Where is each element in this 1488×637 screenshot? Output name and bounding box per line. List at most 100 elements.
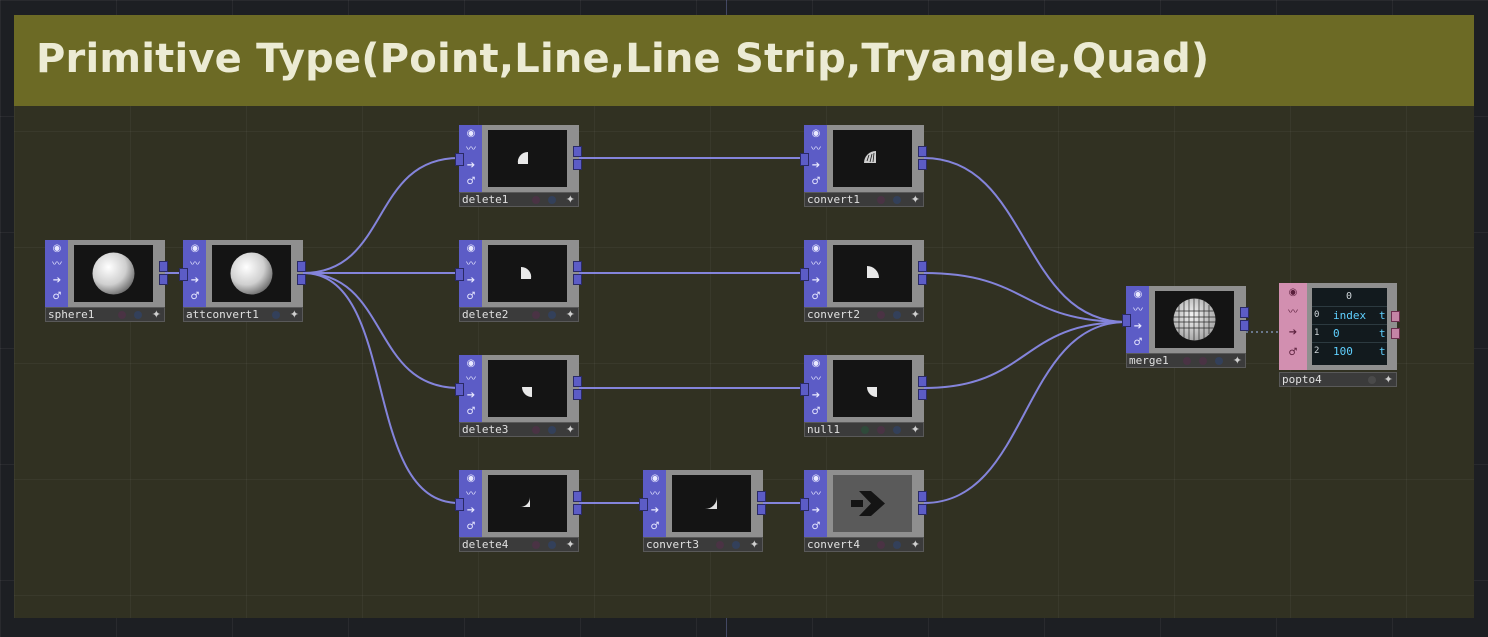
output-port[interactable] xyxy=(573,261,582,272)
output-port[interactable] xyxy=(757,491,766,502)
node-convert4[interactable]: ◉ 〰 ➔ ♂ convert4 ✦ xyxy=(800,470,927,553)
node-merge1[interactable]: ◉ 〰 ➔ ♂ merge1 ✦ xyxy=(1122,286,1249,369)
node-convert2[interactable]: ◉ 〰 ➔ ♂ convert2 ✦ xyxy=(800,240,927,323)
viewer-flag-icon[interactable]: ◉ xyxy=(811,128,821,139)
bypass-flag-icon[interactable]: 〰 xyxy=(650,489,660,500)
output-port[interactable] xyxy=(573,274,582,285)
plus-icon[interactable]: ✦ xyxy=(565,193,575,206)
viewer-flag-icon[interactable]: ◉ xyxy=(1288,287,1298,298)
node-footer[interactable]: attconvert1 ✦ xyxy=(183,307,303,322)
node-delete2[interactable]: ◉ 〰 ➔ ♂ delete2 ✦ xyxy=(455,240,582,323)
display-flag-icon[interactable]: ➔ xyxy=(650,505,660,516)
input-port[interactable] xyxy=(455,383,464,396)
node-footer[interactable]: merge1 ✦ xyxy=(1126,353,1246,368)
plus-icon[interactable]: ✦ xyxy=(910,538,920,551)
bypass-flag-icon[interactable]: 〰 xyxy=(190,259,200,270)
node-footer[interactable]: null1 ✦ xyxy=(804,422,924,437)
render-flag-icon[interactable]: ♂ xyxy=(811,176,821,187)
bypass-flag-icon[interactable]: 〰 xyxy=(1288,307,1298,318)
node-footer[interactable]: sphere1 ✦ xyxy=(45,307,165,322)
output-port[interactable] xyxy=(573,504,582,515)
display-flag-icon[interactable]: ➔ xyxy=(466,160,476,171)
display-flag-icon[interactable]: ➔ xyxy=(1133,321,1143,332)
viewer-flag-icon[interactable]: ◉ xyxy=(811,358,821,369)
node-convert3[interactable]: ◉ 〰 ➔ ♂ convert3 ✦ xyxy=(639,470,766,553)
node-footer[interactable]: delete4 ✦ xyxy=(459,537,579,552)
node-convert1[interactable]: ◉ 〰 ➔ ♂ convert1 ✦ xyxy=(800,125,927,208)
input-port[interactable] xyxy=(455,153,464,166)
output-port[interactable] xyxy=(918,376,927,387)
input-port[interactable] xyxy=(800,268,809,281)
render-flag-icon[interactable]: ♂ xyxy=(811,406,821,417)
output-port[interactable] xyxy=(918,261,927,272)
plus-icon[interactable]: ✦ xyxy=(910,193,920,206)
display-flag-icon[interactable]: ➔ xyxy=(190,275,200,286)
plus-icon[interactable]: ✦ xyxy=(749,538,759,551)
output-port[interactable] xyxy=(918,491,927,502)
node-footer[interactable]: convert4 ✦ xyxy=(804,537,924,552)
node-footer[interactable]: delete2 ✦ xyxy=(459,307,579,322)
output-port[interactable] xyxy=(1240,320,1249,331)
render-flag-icon[interactable]: ♂ xyxy=(1133,337,1143,348)
output-port[interactable] xyxy=(159,261,168,272)
bypass-flag-icon[interactable]: 〰 xyxy=(52,259,62,270)
node-footer[interactable]: convert3 ✦ xyxy=(643,537,763,552)
display-flag-icon[interactable]: ➔ xyxy=(811,160,821,171)
viewer-flag-icon[interactable]: ◉ xyxy=(466,128,476,139)
display-flag-icon[interactable]: ➔ xyxy=(1288,327,1298,338)
input-port[interactable] xyxy=(455,498,464,511)
render-flag-icon[interactable]: ♂ xyxy=(190,291,200,302)
output-port[interactable] xyxy=(573,491,582,502)
render-flag-icon[interactable]: ♂ xyxy=(650,521,660,532)
output-port[interactable] xyxy=(918,159,927,170)
display-flag-icon[interactable]: ➔ xyxy=(466,275,476,286)
output-port[interactable] xyxy=(159,274,168,285)
viewer-flag-icon[interactable]: ◉ xyxy=(1133,289,1143,300)
node-footer[interactable]: delete1 ✦ xyxy=(459,192,579,207)
bypass-flag-icon[interactable]: 〰 xyxy=(811,489,821,500)
bypass-flag-icon[interactable]: 〰 xyxy=(466,259,476,270)
output-port[interactable] xyxy=(918,274,927,285)
display-flag-icon[interactable]: ➔ xyxy=(811,390,821,401)
bypass-flag-icon[interactable]: 〰 xyxy=(1133,305,1143,316)
render-flag-icon[interactable]: ♂ xyxy=(52,291,62,302)
output-port[interactable] xyxy=(918,504,927,515)
node-delete1[interactable]: ◉ 〰 ➔ ♂ delete1 ✦ xyxy=(455,125,582,208)
display-flag-icon[interactable]: ➔ xyxy=(52,275,62,286)
plus-icon[interactable]: ✦ xyxy=(1232,354,1242,367)
bypass-flag-icon[interactable]: 〰 xyxy=(466,144,476,155)
node-footer[interactable]: delete3 ✦ xyxy=(459,422,579,437)
bypass-flag-icon[interactable]: 〰 xyxy=(811,374,821,385)
bypass-flag-icon[interactable]: 〰 xyxy=(811,259,821,270)
output-port[interactable] xyxy=(573,389,582,400)
viewer-flag-icon[interactable]: ◉ xyxy=(811,243,821,254)
output-port[interactable] xyxy=(1391,311,1400,322)
bypass-flag-icon[interactable]: 〰 xyxy=(811,144,821,155)
render-flag-icon[interactable]: ♂ xyxy=(1288,347,1298,358)
input-port[interactable] xyxy=(1122,314,1131,327)
node-sphere1[interactable]: ◉ 〰 ➔ ♂ sphere1 ✦ xyxy=(45,240,168,323)
node-attconvert1[interactable]: ◉ 〰 ➔ ♂ attconvert1 ✦ xyxy=(179,240,306,323)
plus-icon[interactable]: ✦ xyxy=(910,308,920,321)
input-port[interactable] xyxy=(455,268,464,281)
plus-icon[interactable]: ✦ xyxy=(289,308,299,321)
viewer-flag-icon[interactable]: ◉ xyxy=(650,473,660,484)
node-null1[interactable]: ◉ 〰 ➔ ♂ null1 ✦ xyxy=(800,355,927,438)
node-footer[interactable]: popto4 ✦ xyxy=(1279,372,1397,387)
plus-icon[interactable]: ✦ xyxy=(151,308,161,321)
render-flag-icon[interactable]: ♂ xyxy=(466,521,476,532)
output-port[interactable] xyxy=(573,376,582,387)
render-flag-icon[interactable]: ♂ xyxy=(466,406,476,417)
render-flag-icon[interactable]: ♂ xyxy=(811,291,821,302)
plus-icon[interactable]: ✦ xyxy=(565,423,575,436)
viewer-flag-icon[interactable]: ◉ xyxy=(52,243,62,254)
output-port[interactable] xyxy=(573,159,582,170)
viewer-flag-icon[interactable]: ◉ xyxy=(466,358,476,369)
output-port[interactable] xyxy=(918,389,927,400)
render-flag-icon[interactable]: ♂ xyxy=(811,521,821,532)
node-delete3[interactable]: ◉ 〰 ➔ ♂ delete3 ✦ xyxy=(455,355,582,438)
input-port[interactable] xyxy=(639,498,648,511)
annotation-title-bar[interactable] xyxy=(14,15,1474,106)
viewer-flag-icon[interactable]: ◉ xyxy=(190,243,200,254)
display-flag-icon[interactable]: ➔ xyxy=(466,505,476,516)
